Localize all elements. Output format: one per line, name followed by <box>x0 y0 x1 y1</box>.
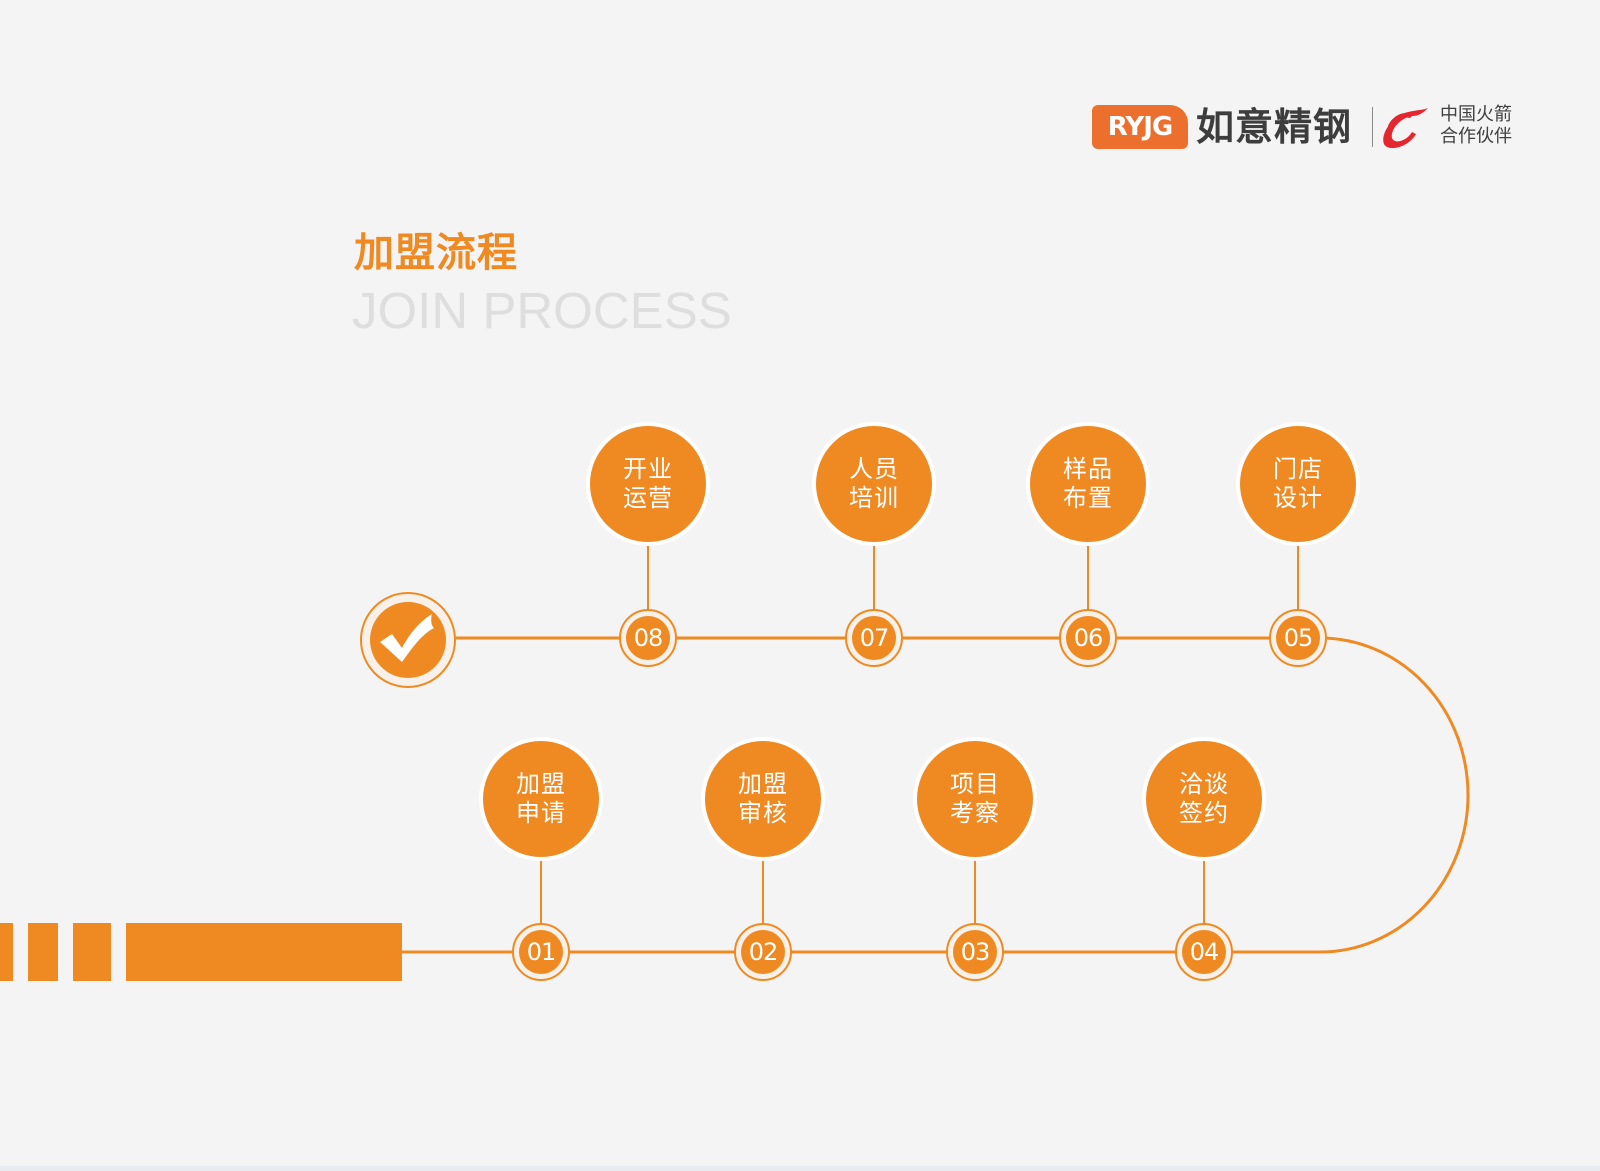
logo-divider <box>1372 107 1373 147</box>
curve-track <box>1319 636 1470 954</box>
partner-text: 中国火箭 合作伙伴 <box>1440 104 1530 148</box>
step-5-label: 门店 设计 <box>1273 455 1323 512</box>
page-subtitle: JOIN PROCESS <box>352 282 732 339</box>
step-7-label: 人员 培训 <box>849 455 899 512</box>
step-2-number: 02 <box>748 938 779 966</box>
step-4-label: 洽谈 签约 <box>1179 770 1229 827</box>
deco-bar-2 <box>28 923 58 981</box>
partner-line-2: 合作伙伴 <box>1440 126 1512 147</box>
check-icon <box>360 592 456 688</box>
deco-bar-3 <box>73 923 111 981</box>
deco-bar-4 <box>126 923 402 981</box>
step-2-label: 加盟 审核 <box>738 770 788 827</box>
step-3-number: 03 <box>960 938 991 966</box>
step-8-number: 08 <box>633 624 664 652</box>
step-1-label: 加盟 申请 <box>516 770 566 827</box>
step-6-label: 样品 布置 <box>1063 455 1113 512</box>
partner-line-1: 中国火箭 <box>1440 104 1512 125</box>
step-5-number: 05 <box>1283 624 1314 652</box>
step-3-label: 项目 考察 <box>950 770 1000 827</box>
deco-bar-1 <box>0 923 13 981</box>
label-circles-top <box>586 422 1360 546</box>
brand-name: 如意精钢 <box>1196 105 1353 149</box>
brand-logo-badge: RYJG <box>1092 105 1188 149</box>
step-1-number: 01 <box>526 938 557 966</box>
bottom-edge <box>0 1166 1600 1171</box>
rocket-partner-icon <box>1383 108 1428 149</box>
label-circles-bottom <box>479 737 1266 861</box>
step-7-number: 07 <box>859 624 890 652</box>
step-4-number: 04 <box>1189 938 1220 966</box>
page-title: 加盟流程 <box>354 230 518 276</box>
step-8-label: 开业 运营 <box>623 455 673 512</box>
step-6-number: 06 <box>1073 624 1104 652</box>
number-nodes <box>512 609 1327 981</box>
